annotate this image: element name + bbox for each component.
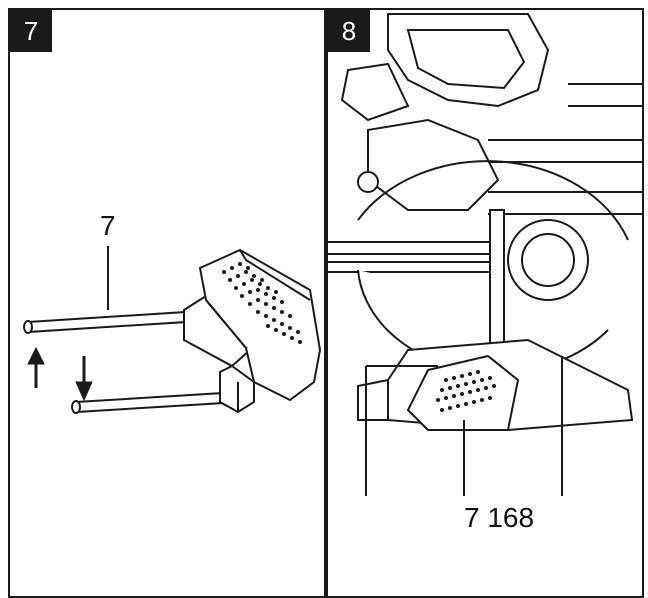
figure-number-badge: 7 [10, 10, 52, 52]
down-arrow-icon [75, 356, 93, 402]
figure-number-badge: 8 [328, 10, 370, 52]
part-labels-7-168: 7 168 [464, 502, 535, 533]
figure-7-panel: 7 7 [8, 8, 326, 598]
mitre-saw-drawing [328, 13, 642, 496]
vent-pattern [436, 370, 496, 412]
part-label-7: 7 [100, 210, 116, 241]
vent-pattern [222, 262, 302, 344]
figure-8-panel: 8 7 168 [326, 8, 644, 598]
table-extension-drawing [23, 246, 322, 414]
up-arrow-icon [27, 346, 45, 388]
